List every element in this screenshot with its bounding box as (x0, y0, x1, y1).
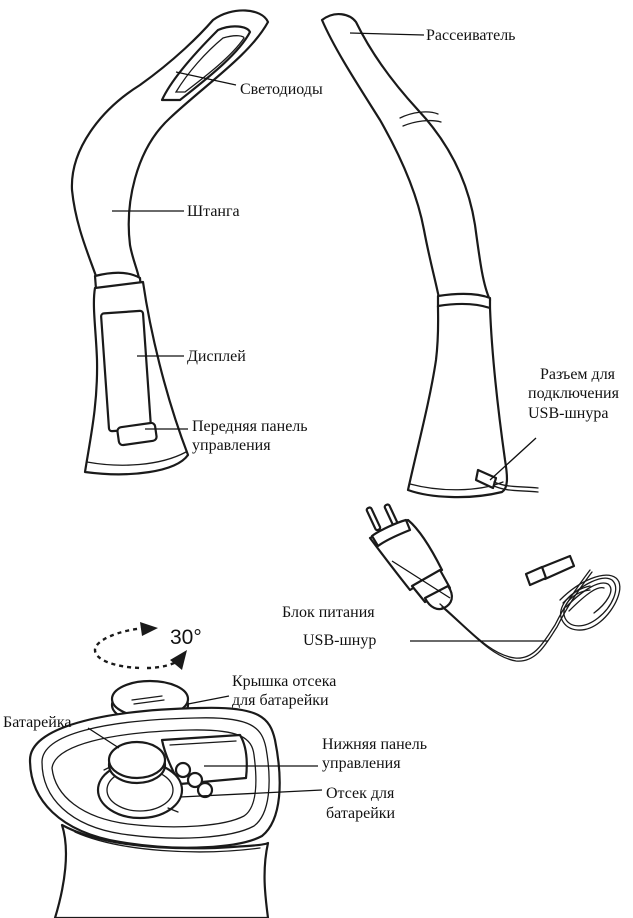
label-display: Дисплей (187, 348, 246, 365)
label-leds: Светодиоды (240, 81, 323, 98)
display-screen (101, 311, 151, 432)
label-power-unit: Блок питания (282, 604, 375, 621)
label-usb-port-line2: подключения (528, 385, 620, 402)
lamp-base-bottom (30, 708, 280, 918)
label-battery-cover-line1: Крышка отсека (232, 673, 336, 690)
lamp-side-view (322, 14, 538, 497)
label-battery-cover-line2: для батарейки (232, 692, 329, 709)
lamp-front-view (72, 10, 268, 474)
label-battery-compartment-line2: батарейки (326, 805, 396, 822)
label-battery-compartment-line1: Отсек для (326, 785, 395, 802)
label-arm: Штанга (187, 203, 240, 220)
label-diffuser: Рассеиватель (426, 27, 515, 44)
front-control-panel (117, 422, 157, 445)
arrow-right-icon (140, 622, 158, 636)
label-front-panel-line2: управления (192, 437, 271, 454)
label-usb-cord: USB-шнур (303, 632, 376, 649)
label-battery: Батарейка (3, 714, 71, 731)
label-front-panel-line1: Передняя панель (192, 418, 308, 435)
label-rotation-angle: 30° (170, 626, 202, 649)
label-usb-port-line3: USB-шнура (528, 405, 608, 422)
label-usb-port-line1: Разъем для (540, 366, 616, 383)
power-adapter (366, 504, 452, 609)
label-bottom-panel-line1: Нижняя панель (322, 736, 427, 753)
usb-cable (440, 556, 620, 661)
label-bottom-panel-line2: управления (322, 755, 401, 772)
